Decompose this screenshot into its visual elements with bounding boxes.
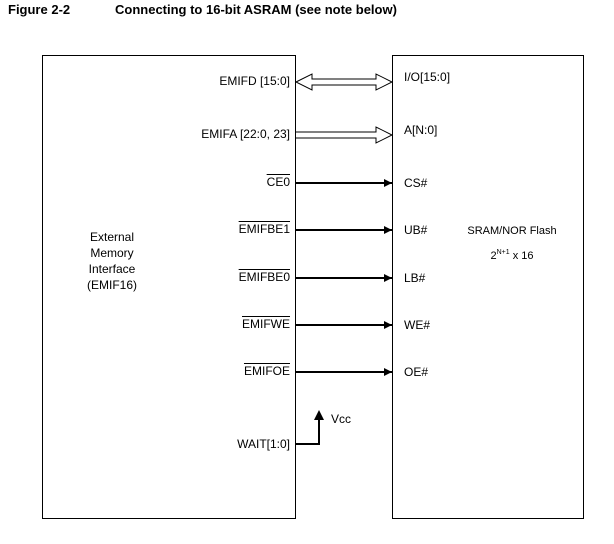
we-label: WE# [404,318,431,332]
emifa-bus-arrow [296,126,394,144]
emif16-label: External Memory Interface (EMIF16) [62,229,162,293]
sram-name: SRAM/NOR Flash [467,225,557,237]
io-label: I/O[15:0] [404,70,451,84]
ce0-label: CE0 [266,175,290,189]
emif16-block [42,55,296,519]
emif16-label-line: Interface [88,262,136,276]
emifd-label: EMIFD [15:0] [219,74,290,88]
emifa-label: EMIFA [22:0, 23] [201,127,290,141]
figure-title: Connecting to 16-bit ASRAM (see note bel… [115,2,397,17]
sram-nor-flash-block [392,55,584,519]
lb-label: LB# [404,271,426,285]
figure-number: Figure 2-2 [8,2,71,17]
wait-pullup-arrowhead [314,410,324,420]
sram-size-suffix: x 16 [509,250,534,262]
emif16-label-line: Memory [90,246,134,260]
sram-size-exponent: N+1 [496,249,510,256]
ub-label: UB# [404,223,428,237]
emifbe0-label: EMIFBE0 [238,270,290,284]
emif16-label-line: (EMIF16) [86,278,137,292]
sram-size-base: 2 [490,250,497,262]
emifoe-label: EMIFOE [243,364,290,378]
wait-pullup-line [296,418,320,445]
oe-label: OE# [404,365,429,379]
cs-label: CS# [404,176,428,190]
sram-size: 2N+1 x 16 [453,245,571,264]
address-label: A[N:0] [404,123,438,137]
emifwe-label: EMIFWE [242,317,290,331]
emifbe1-label: EMIFBE1 [238,222,290,236]
vcc-label: Vcc [331,412,352,426]
emifd-bus-arrow [294,73,394,91]
wait-label: WAIT[1:0] [237,437,290,451]
emif16-label-line: External [89,230,135,244]
